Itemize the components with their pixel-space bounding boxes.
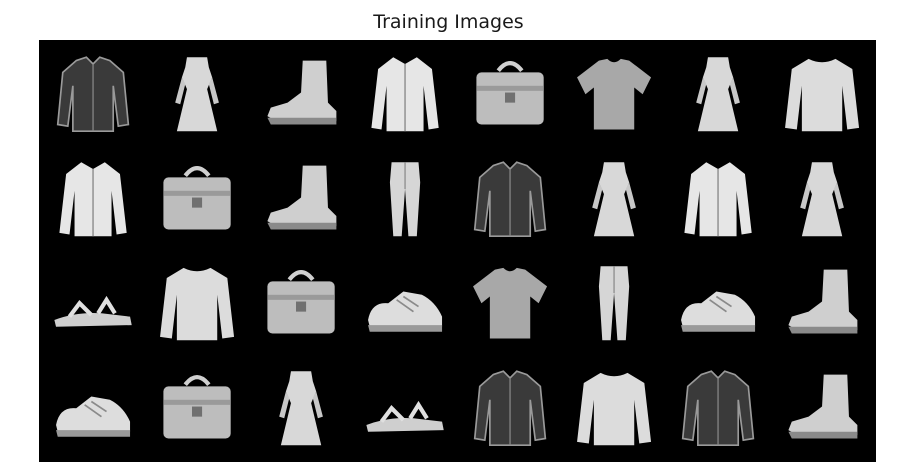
grid-image-23 — [668, 253, 768, 354]
sandal-icon — [366, 400, 445, 432]
grid-image-8 — [772, 44, 872, 145]
grid-image-31 — [668, 358, 768, 459]
grid-image-3 — [251, 44, 351, 145]
grid-image-4 — [355, 44, 455, 145]
grid-image-15 — [668, 149, 768, 250]
coat-icon — [684, 161, 752, 236]
grid-image-7 — [668, 44, 768, 145]
grid-image-11 — [251, 149, 351, 250]
shirt-icon — [56, 56, 130, 133]
ankle-boot-icon — [267, 60, 337, 125]
ankle-boot-icon — [788, 269, 858, 334]
grid-image-5 — [460, 44, 560, 145]
t-shirt-icon — [576, 58, 651, 130]
shirt-icon — [473, 369, 546, 446]
grid-image-21 — [460, 253, 560, 354]
grid-image-6 — [564, 44, 664, 145]
grid-image-17 — [43, 253, 143, 354]
grid-image-25 — [43, 358, 143, 459]
bag-icon — [267, 270, 335, 334]
grid-image-10 — [147, 149, 247, 250]
pullover-icon — [576, 372, 651, 445]
trouser-icon — [598, 266, 629, 341]
grid-image-24 — [772, 253, 872, 354]
grid-image-12 — [355, 149, 455, 250]
bag-icon — [475, 61, 544, 125]
coat-icon — [371, 57, 440, 132]
t-shirt-icon — [472, 267, 547, 339]
shirt-icon — [473, 160, 546, 237]
grid-image-18 — [147, 253, 247, 354]
bag-icon — [163, 374, 231, 439]
image-grid — [39, 40, 876, 462]
trouser-icon — [390, 161, 421, 236]
grid-image-32 — [772, 358, 872, 459]
grid-image-20 — [355, 253, 455, 354]
grid-image-13 — [460, 149, 560, 250]
grid-image-1 — [43, 44, 143, 145]
grid-image-9 — [43, 149, 143, 250]
pullover-icon — [160, 267, 235, 341]
sneaker-icon — [368, 291, 443, 332]
ankle-boot-icon — [267, 165, 337, 230]
dress-icon — [591, 161, 636, 236]
grid-image-19 — [251, 253, 351, 354]
grid-image-16 — [772, 149, 872, 250]
pullover-icon — [784, 58, 859, 132]
coat-icon — [59, 161, 127, 236]
grid-image-27 — [251, 358, 351, 459]
ankle-boot-icon — [788, 374, 858, 439]
bag-icon — [163, 165, 231, 230]
grid-image-28 — [355, 358, 455, 459]
grid-image-14 — [564, 149, 664, 250]
sandal-icon — [54, 295, 132, 327]
figure-title: Training Images — [373, 11, 524, 33]
dress-icon — [800, 161, 844, 236]
grid-image-29 — [460, 358, 560, 459]
dress-icon — [695, 57, 740, 132]
grid-image-30 — [564, 358, 664, 459]
dress-icon — [175, 57, 220, 132]
dress-icon — [279, 370, 324, 445]
sneaker-icon — [56, 395, 131, 437]
grid-image-2 — [147, 44, 247, 145]
shirt-icon — [681, 369, 755, 446]
sneaker-icon — [680, 291, 755, 332]
grid-image-22 — [564, 253, 664, 354]
grid-image-26 — [147, 358, 247, 459]
